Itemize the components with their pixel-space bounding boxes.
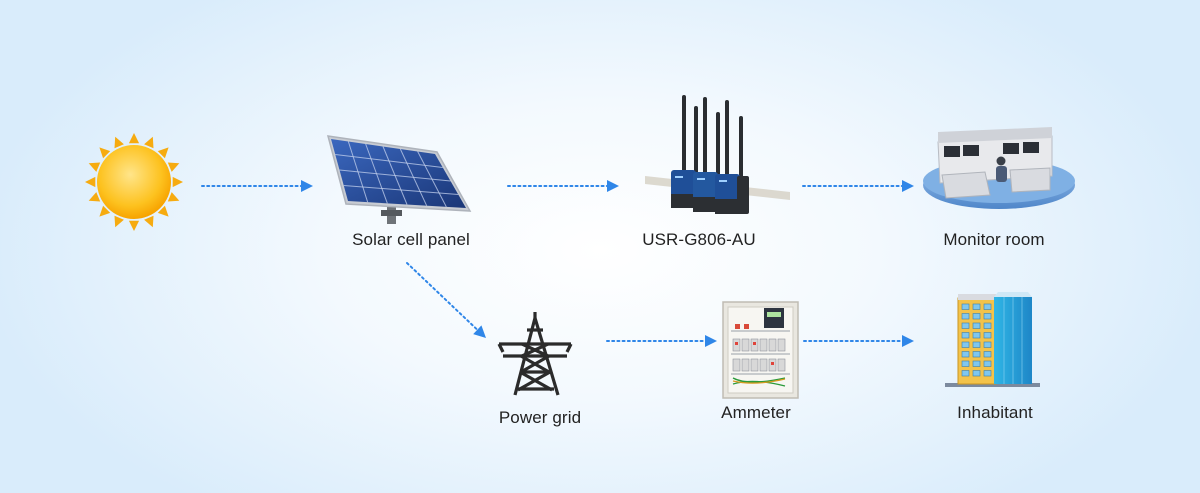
sun-ray xyxy=(114,215,124,228)
sun-icon xyxy=(85,133,183,231)
sun-ray xyxy=(114,136,124,149)
arrow-ammeter-to-inhabitant xyxy=(803,335,914,347)
sun-ray xyxy=(85,176,96,188)
ammeter-label: Ammeter xyxy=(721,403,791,422)
arrow-solar-panel-to-router xyxy=(507,180,619,192)
sun-ray xyxy=(128,220,140,231)
arrow-sun-to-solar-panel xyxy=(201,180,313,192)
power-grid-label: Power grid xyxy=(498,408,582,427)
arrow-router-to-monitor-room xyxy=(802,180,914,192)
arrow-power-grid-to-ammeter xyxy=(606,335,717,347)
router-label: USR-G806-AU xyxy=(642,230,756,249)
sun-ray xyxy=(144,215,154,228)
sun-ray xyxy=(88,162,101,172)
inhabitant-label: Inhabitant xyxy=(957,403,1033,422)
solar-panel-icon xyxy=(326,135,472,224)
sun-ray xyxy=(172,176,183,188)
monitor-room-label: Monitor room xyxy=(943,230,1045,249)
sun-ray xyxy=(167,192,180,202)
sun-ray xyxy=(144,136,154,149)
sun-ray xyxy=(157,205,169,217)
sun-ray xyxy=(157,147,169,159)
sun-ray xyxy=(88,192,101,202)
sun-ray xyxy=(128,133,140,144)
control-room-icon xyxy=(923,127,1075,209)
sun-ray xyxy=(167,162,180,172)
solar-panel-label: Solar cell panel xyxy=(352,230,470,249)
router-icon xyxy=(645,95,790,214)
building-icon xyxy=(945,292,1040,387)
edges-group xyxy=(201,180,914,347)
electrical-cabinet-icon xyxy=(722,301,799,399)
transmission-tower-icon xyxy=(497,312,573,396)
arrow-solar-panel-to-power-grid xyxy=(406,262,486,338)
sun-ray xyxy=(99,147,111,159)
sun-ray xyxy=(99,205,111,217)
